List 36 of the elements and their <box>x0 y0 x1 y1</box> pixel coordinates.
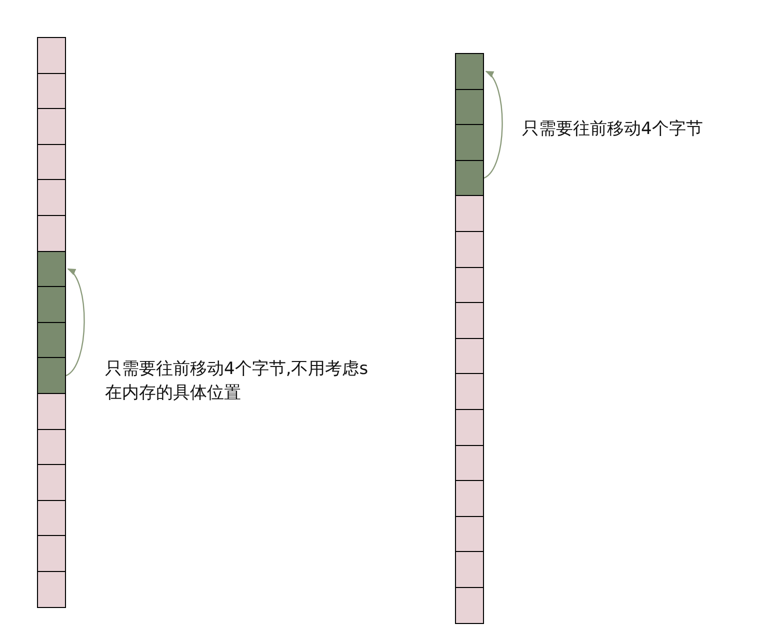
memory-cell <box>37 179 66 216</box>
annotation-text: 只需要往前移动4个字节 <box>522 118 704 141</box>
annotation-text: 只需要往前移动4个字节,不用考虑s在内存的具体位置 <box>105 358 370 405</box>
memory-cell <box>455 373 484 410</box>
memory-cell <box>455 444 484 482</box>
memory-cell <box>37 464 66 501</box>
memory-cell <box>37 393 66 430</box>
memory-cell <box>37 108 66 145</box>
memory-cell <box>37 500 66 536</box>
memory-cell <box>455 160 484 196</box>
memory-cell <box>455 53 484 90</box>
memory-cell <box>37 144 66 180</box>
memory-cell <box>37 535 66 572</box>
memory-cell <box>37 37 66 74</box>
memory-cell <box>455 302 484 339</box>
memory-cell <box>455 551 484 588</box>
memory-cell <box>37 571 66 608</box>
curved-arrow <box>66 268 85 376</box>
memory-cell <box>37 322 66 358</box>
memory-cell <box>37 357 66 394</box>
memory-cell <box>37 215 66 252</box>
memory-cell <box>455 516 484 552</box>
memory-cell <box>455 195 484 232</box>
curved-arrow <box>484 70 503 179</box>
memory-cell <box>455 409 484 446</box>
memory-cell <box>455 480 484 517</box>
memory-cell <box>37 72 66 110</box>
memory-cell <box>455 587 484 624</box>
memory-cell <box>455 338 484 374</box>
memory-cell <box>455 88 484 126</box>
memory-cell <box>37 250 66 288</box>
memory-cell <box>455 231 484 268</box>
memory-cell <box>37 428 66 466</box>
memory-cell <box>37 286 66 323</box>
memory-cell <box>455 124 484 161</box>
memory-cell <box>455 266 484 304</box>
